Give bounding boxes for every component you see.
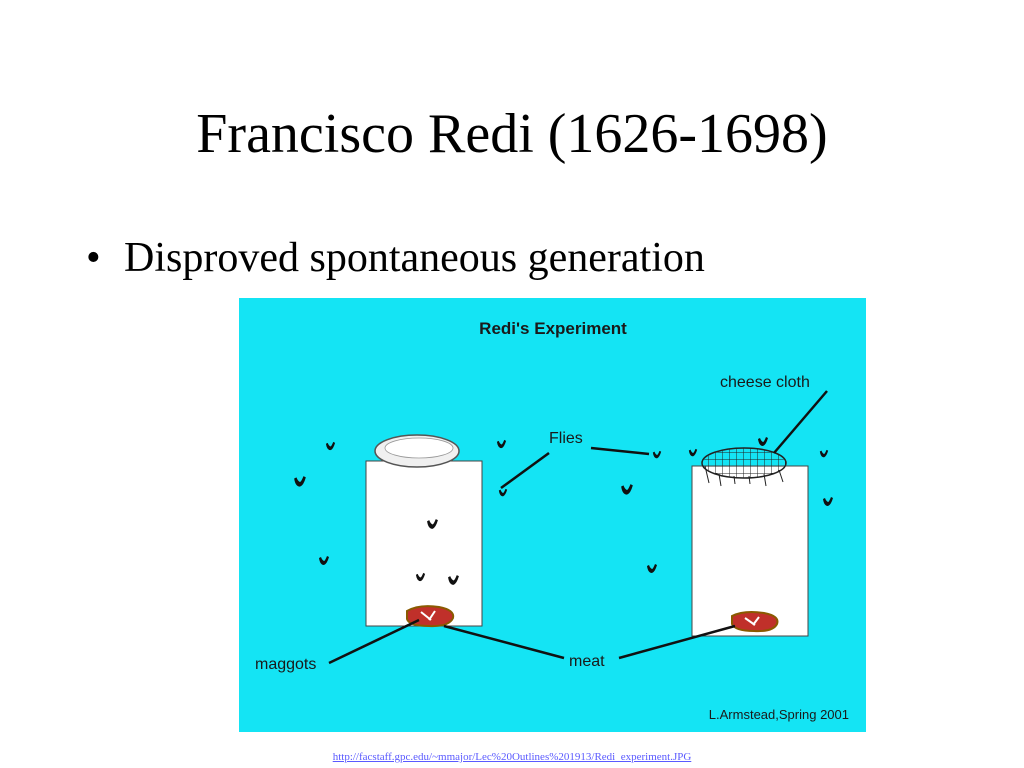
label-meat: meat: [569, 653, 605, 670]
right-jar-body: [691, 465, 809, 637]
slide-title: Francisco Redi (1626-1698): [196, 103, 828, 165]
label-maggots: maggots: [255, 656, 316, 673]
meat-pointer-right: [618, 624, 736, 660]
diagram-canvas: Redi's Experiment: [239, 298, 866, 732]
bullet-text: Disproved spontaneous generation: [124, 235, 705, 281]
source-link[interactable]: http://facstaff.gpc.edu/~mmajor/Lec%20Ou…: [332, 751, 692, 763]
diagram-title: Redi's Experiment: [479, 319, 627, 338]
meat-pointer-left: [443, 624, 565, 660]
jar-lid-shade: [384, 437, 454, 459]
label-cheese-cloth: cheese cloth: [720, 374, 810, 391]
flies-pointer-left: [500, 451, 550, 490]
maggots-pointer: [328, 618, 420, 665]
left-jar-body: [365, 460, 483, 627]
meat-icon: [731, 611, 779, 633]
cheese-cloth-pointer: [773, 390, 828, 454]
right-jar: [691, 447, 809, 637]
bullet-dot: •: [86, 235, 101, 281]
cheese-cloth-drape: [704, 465, 784, 487]
bullet-item: • Disproved spontaneous generation: [86, 230, 705, 286]
leader-lines: [328, 390, 828, 665]
redi-experiment-diagram: Redi's Experiment: [239, 298, 866, 732]
flies-pointer-right: [590, 446, 650, 456]
left-jar: [365, 434, 483, 628]
label-credit: L.Armstead,Spring 2001: [709, 707, 849, 722]
label-flies: Flies: [549, 430, 583, 447]
cheese-cloth-icon: [701, 447, 787, 479]
